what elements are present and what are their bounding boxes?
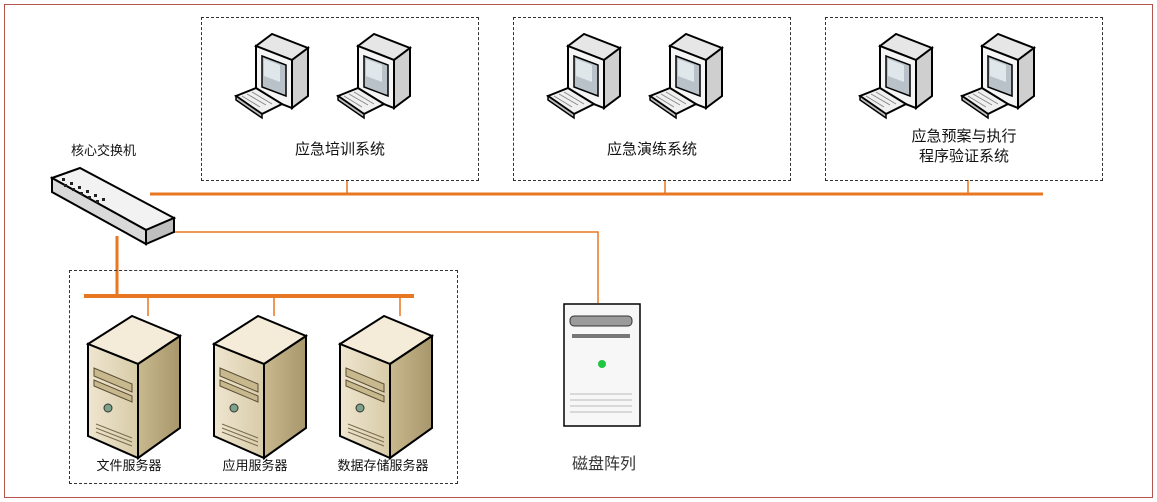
switch-icon — [50, 166, 177, 246]
disk-array-icon — [563, 303, 641, 427]
disk-array-label: 磁盘阵列 — [572, 454, 637, 473]
server-icon — [339, 315, 433, 459]
diagram-frame — [4, 4, 1153, 498]
server-icon — [213, 315, 307, 459]
group-label-plan-verify: 应急预案与执行 程序验证系统 — [911, 127, 1017, 165]
switch-label: 核心交换机 — [71, 144, 137, 159]
server-label-file: 文件服务器 — [96, 459, 162, 474]
group-label-drill: 应急演练系统 — [606, 140, 697, 158]
group-training — [201, 17, 479, 181]
group-drill — [513, 17, 791, 181]
server-label-app: 应用服务器 — [222, 459, 288, 474]
server-label-storage: 数据存储服务器 — [337, 459, 429, 474]
group-servers — [69, 270, 458, 484]
link-disk-array — [170, 231, 599, 303]
server-icon — [87, 315, 181, 459]
group-label-training: 应急培训系统 — [294, 140, 385, 158]
group-plan-verify — [825, 17, 1103, 181]
